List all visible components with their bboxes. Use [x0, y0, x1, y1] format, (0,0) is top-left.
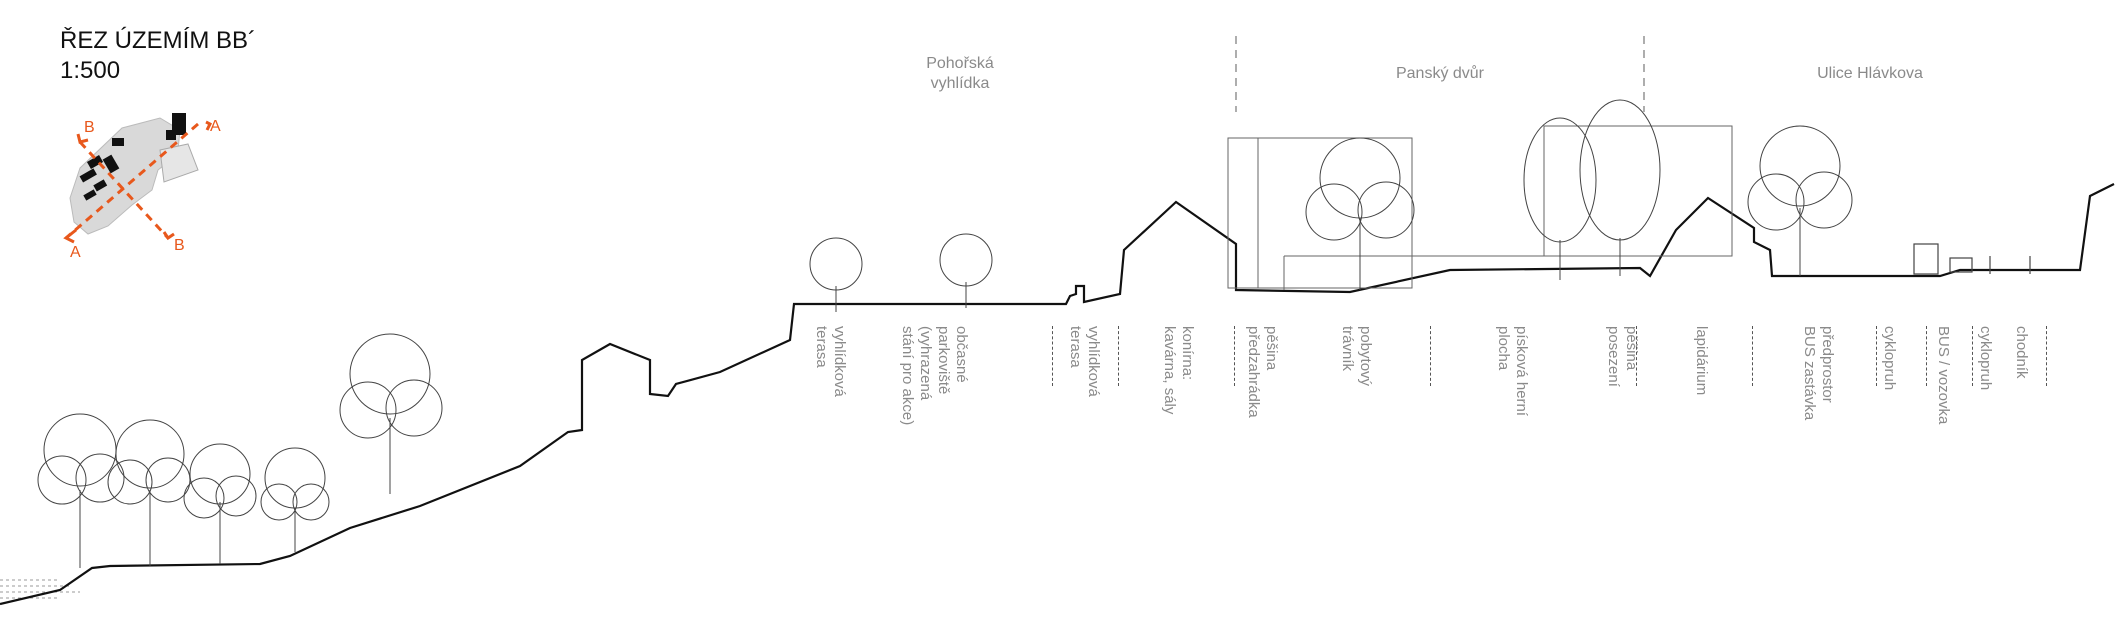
zone-divider-tick [1926, 326, 1927, 386]
trees [37, 99, 1853, 568]
keymap-marker-a-top: A [210, 118, 221, 135]
keymap-marker-a-bottom: A [70, 244, 81, 260]
zone-divider-tick [1118, 326, 1119, 386]
zone-divider-tick [1972, 326, 1973, 386]
zone-heading-line1: Panský dvůr [1395, 65, 1485, 82]
zone-label: cyklopruh [1881, 326, 1898, 391]
zone-label: BUS / vozovka [1935, 326, 1952, 425]
zone-divider-tick [1052, 326, 1053, 386]
drawing-title: ŘEZ ÚZEMÍM BB´ 1:500 [60, 26, 256, 86]
zone-divider-tick [1876, 326, 1877, 386]
zone-dividers [1235, 36, 1645, 112]
zone-divider-tick [2046, 326, 2047, 386]
zone-divider-tick [1430, 326, 1431, 386]
terrain-profile [0, 183, 2115, 606]
zone-heading-pohorska: Pohořská vyhlídka [910, 54, 1010, 94]
zone-label: cyklopruh [1977, 326, 1994, 391]
section-name: ŘEZ ÚZEMÍM BB´ [60, 27, 256, 54]
zone-divider-tick [1234, 326, 1235, 386]
tree [1523, 117, 1597, 280]
keymap-building-plot [159, 143, 199, 183]
keymap-cut-lines [63, 120, 213, 244]
zone-heading-line2: vyhlídka [930, 75, 990, 92]
zone-divider-tick [1636, 326, 1637, 386]
tree [1747, 125, 1853, 276]
building-outlines [1227, 125, 1733, 290]
tree [183, 443, 257, 564]
figures-and-vehicles [1913, 243, 2031, 275]
keymap-buildings [79, 113, 186, 201]
tree [809, 237, 863, 312]
tree [339, 333, 443, 494]
zone-heading-line1: Ulice Hlávkova [1817, 65, 1923, 82]
zone-heading-hlavkova: Ulice Hlávkova [1800, 64, 1940, 84]
tree [1579, 99, 1661, 276]
zone-heading-pansky: Panský dvůr [1380, 64, 1500, 84]
keymap-marker-b-bottom: B [174, 237, 185, 254]
zone-heading-line1: Pohořská [926, 55, 994, 72]
tree [107, 419, 191, 566]
zone-label: konírna:kavárna, sály [1161, 326, 1196, 415]
key-map: A A B B [63, 113, 221, 260]
tree [37, 413, 125, 568]
zone-label: chodník [2013, 326, 2030, 379]
scale-label: 1:500 [60, 57, 121, 84]
keymap-marker-b-top: B [84, 119, 95, 136]
tree [260, 447, 330, 552]
tree [939, 233, 993, 308]
tree [1305, 137, 1415, 290]
zone-label: lapidárium [1693, 326, 1710, 396]
zone-divider-tick [1752, 326, 1753, 386]
keymap-site-outline [69, 117, 181, 235]
